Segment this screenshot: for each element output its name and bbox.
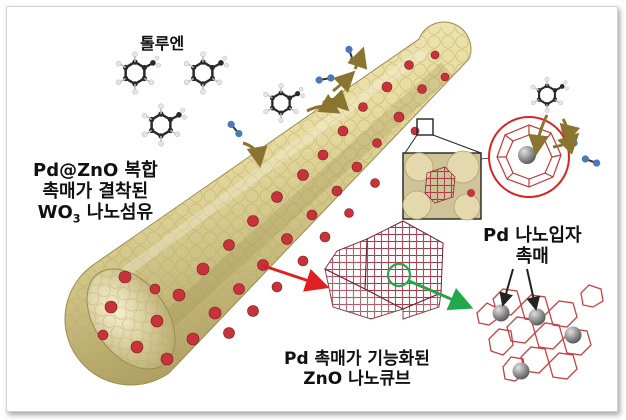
- magnifier-box-icon: [402, 118, 500, 221]
- diagram-artwork: [64, 21, 604, 386]
- pd-zno-catalyst-particles: [97, 50, 450, 366]
- red-zoom-arrow: [260, 263, 330, 292]
- fiber-label-wo: WO: [37, 202, 73, 224]
- fiber-label-line1: Pd@ZnO 복합: [33, 160, 158, 181]
- pd-label-line2: 촉매: [515, 246, 549, 268]
- pd-label-line1: Pd 나노입자: [483, 225, 582, 246]
- transport-arrows: [242, 46, 581, 168]
- fiber-label-nanofiber: 나노섬유: [80, 202, 154, 224]
- toluene-label: 톨루엔: [140, 34, 185, 53]
- fiber-label: Pd@ZnO 복합 촉매가 결착된 WO3 나노섬유: [33, 160, 158, 226]
- zno-cube-label: Pd 촉매가 기능화된 ZnO 나노큐브: [284, 349, 430, 389]
- fiber-label-subscript: 3: [72, 213, 81, 227]
- fiber-label-line2: 촉매가 결착된: [42, 181, 149, 203]
- pd-nanoparticle-icon: [476, 268, 604, 382]
- zno-label-line1: Pd 촉매가 기능화된: [284, 349, 430, 369]
- figure-canvas: 톨루엔 Pd@ZnO 복합 촉매가 결착된 WO3 나노섬유 Pd 나노입자 촉…: [6, 6, 618, 412]
- pd-nanoparticle-label: Pd 나노입자 촉매: [483, 225, 582, 267]
- pd-cage-zoom: [488, 114, 580, 198]
- zno-label-line2: ZnO 나노큐브: [303, 369, 411, 390]
- zno-nanocube: [324, 220, 444, 320]
- fiber-label-line3: WO3 나노섬유: [33, 202, 158, 226]
- green-zoom-arrow: [408, 279, 474, 311]
